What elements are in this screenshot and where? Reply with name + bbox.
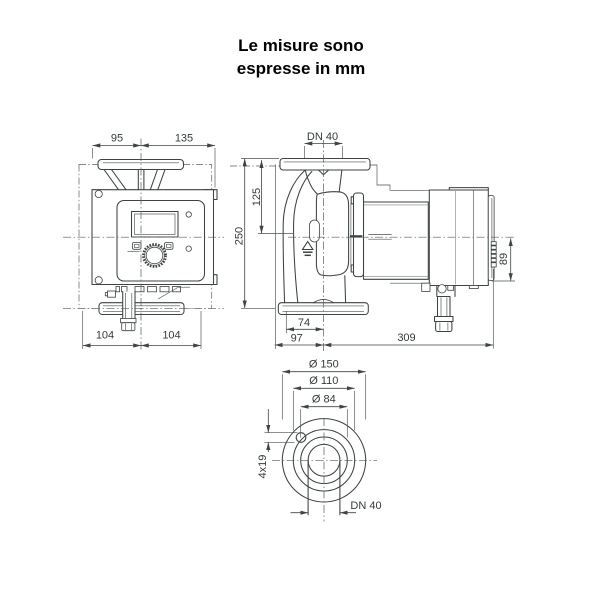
motor-end-cap [487, 195, 495, 281]
title-line-2: espresse in mm [237, 59, 366, 78]
impeller-pod [315, 191, 350, 277]
flange-dimensions: Ø 150 Ø 110 Ø 84 4x19 DN 40 [257, 359, 382, 515]
connector-ribs-icon [490, 241, 497, 268]
control-button-left[interactable] [132, 242, 142, 250]
control-knob[interactable] [142, 243, 167, 268]
side-view: DN 40 125 250 89 74 97 309 [230, 131, 516, 352]
vent-plug [107, 290, 116, 298]
dim-135-label: 135 [175, 133, 193, 145]
dim-d150-label: Ø 150 [309, 359, 339, 371]
side-dimensions: DN 40 125 250 89 74 97 309 [234, 131, 515, 349]
dim-89-label: 89 [498, 253, 510, 265]
dim-74-label: 74 [298, 317, 310, 329]
front-underside-connectors [104, 286, 190, 300]
dim-95-label: 95 [111, 133, 123, 145]
led-indicator [185, 211, 192, 218]
side-bottom-flange [277, 299, 369, 316]
dim-d110-label: Ø 110 [309, 375, 338, 387]
flow-direction-icon [301, 240, 314, 257]
control-button-right[interactable] [164, 242, 174, 250]
dim-125-label: 125 [251, 188, 263, 206]
title-line-1: Le misure sono [238, 36, 364, 55]
dim-250-label: 250 [234, 227, 246, 245]
insulation-outline [366, 164, 429, 191]
front-drain-plug [120, 290, 137, 332]
flange-view: Ø 150 Ø 110 Ø 84 4x19 DN 40 [257, 359, 382, 522]
clamp-ring [350, 192, 365, 278]
electronics-module [428, 187, 497, 289]
dim-d84-label: Ø 84 [312, 393, 336, 405]
front-view: 95 135 104 104 [63, 133, 224, 352]
front-dimensions: 95 135 104 104 [82, 133, 216, 349]
dim-104-left-label: 104 [96, 330, 114, 342]
control-panel [116, 199, 206, 282]
volute-blister [309, 219, 320, 243]
dim-104-right-label: 104 [162, 330, 180, 342]
pump-volute [282, 169, 352, 304]
dim-dn40-bottom-label: DN 40 [350, 500, 381, 512]
side-top-flange [279, 157, 371, 176]
dim-dn40-port-label: DN 40 [307, 131, 338, 143]
led-indicator [185, 245, 192, 252]
motor-housing [362, 201, 431, 292]
dim-97-label: 97 [291, 332, 303, 344]
dim-309-label: 309 [397, 332, 415, 344]
nameplate-slot [350, 235, 363, 238]
dim-4x19-label: 4x19 [257, 455, 269, 479]
screw-icon [94, 189, 103, 198]
title-block: Le misure sono espresse in mm [237, 36, 366, 78]
cable-gland [433, 284, 456, 333]
screw-icon [94, 276, 103, 285]
